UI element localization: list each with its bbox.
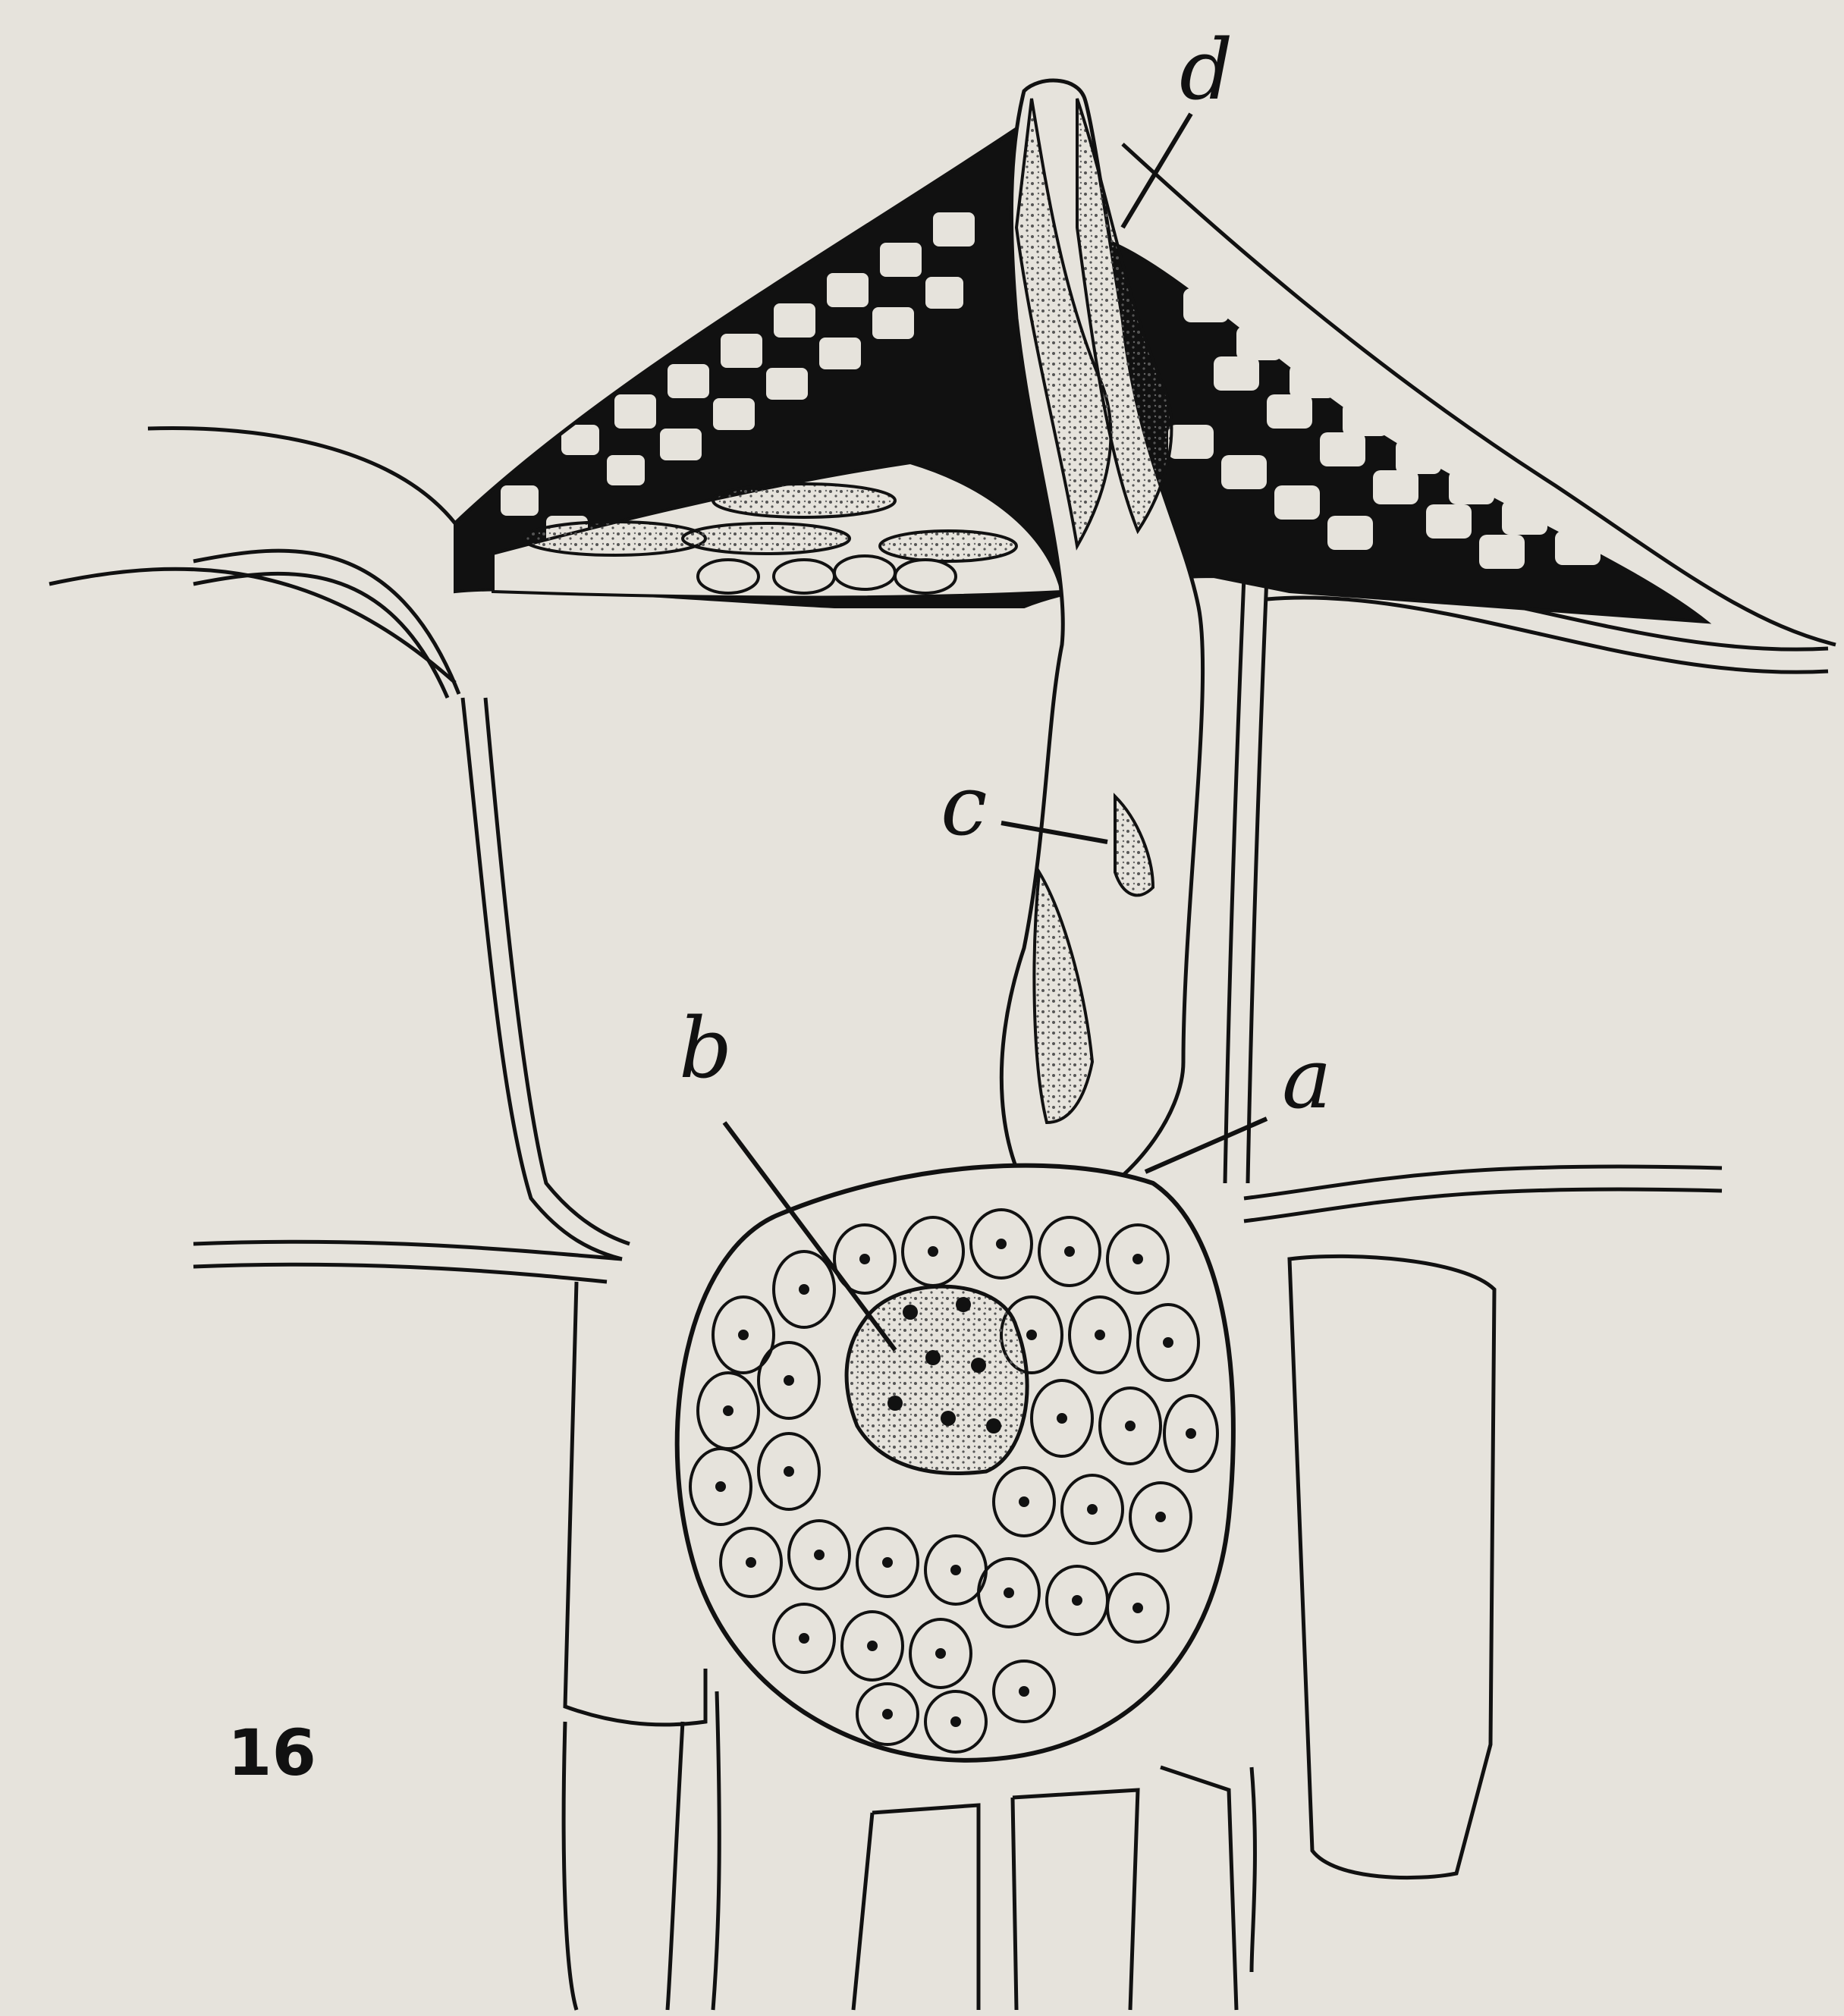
- label-d: d: [1180, 21, 1233, 118]
- leader-d: [1123, 114, 1191, 228]
- label-c: c: [941, 757, 988, 854]
- perithecium-bulb: [677, 1166, 1233, 1760]
- label-b: b: [679, 1000, 732, 1097]
- ostiole-neck: [1001, 80, 1202, 1206]
- figure-number: 16: [228, 1716, 316, 1790]
- label-a: a: [1282, 1030, 1332, 1127]
